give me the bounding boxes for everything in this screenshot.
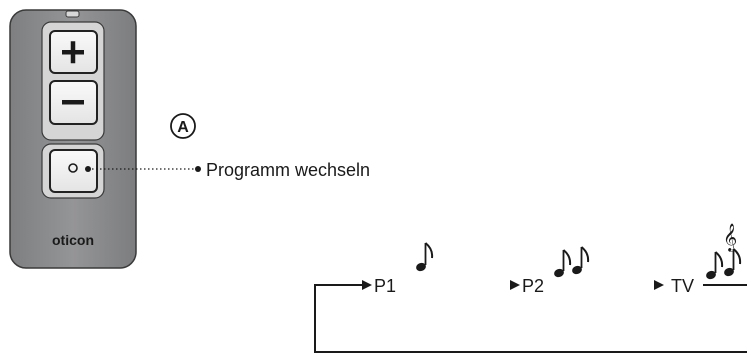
program-switch-button[interactable] (49, 149, 98, 193)
callout-marker-a: A (170, 113, 196, 139)
arrow-p1-to-p2 (402, 280, 520, 290)
minus-icon (62, 100, 84, 105)
program-label-p1: P1 (374, 276, 396, 296)
arrow-p2-to-tv (552, 280, 664, 290)
lanyard-slot (65, 10, 80, 18)
volume-up-button[interactable] (49, 30, 98, 74)
treble-clef-notes-icon: 𝄞 (706, 223, 742, 280)
callout-marker-letter: A (177, 119, 189, 136)
double-note-icon (554, 246, 590, 278)
program-label-tv: TV (671, 276, 694, 296)
volume-down-button[interactable] (49, 80, 98, 125)
program-label-p2: P2 (522, 276, 544, 296)
svg-text:𝄞: 𝄞 (723, 223, 737, 252)
remote-control: oticon (9, 9, 137, 269)
callout-leader (85, 166, 201, 172)
ring-icon (68, 163, 78, 173)
remote-brand-logo: oticon (52, 232, 94, 248)
arrow-into-p1 (315, 280, 372, 290)
callout-label: Programm wechseln (206, 160, 370, 180)
single-note-icon (416, 242, 434, 272)
